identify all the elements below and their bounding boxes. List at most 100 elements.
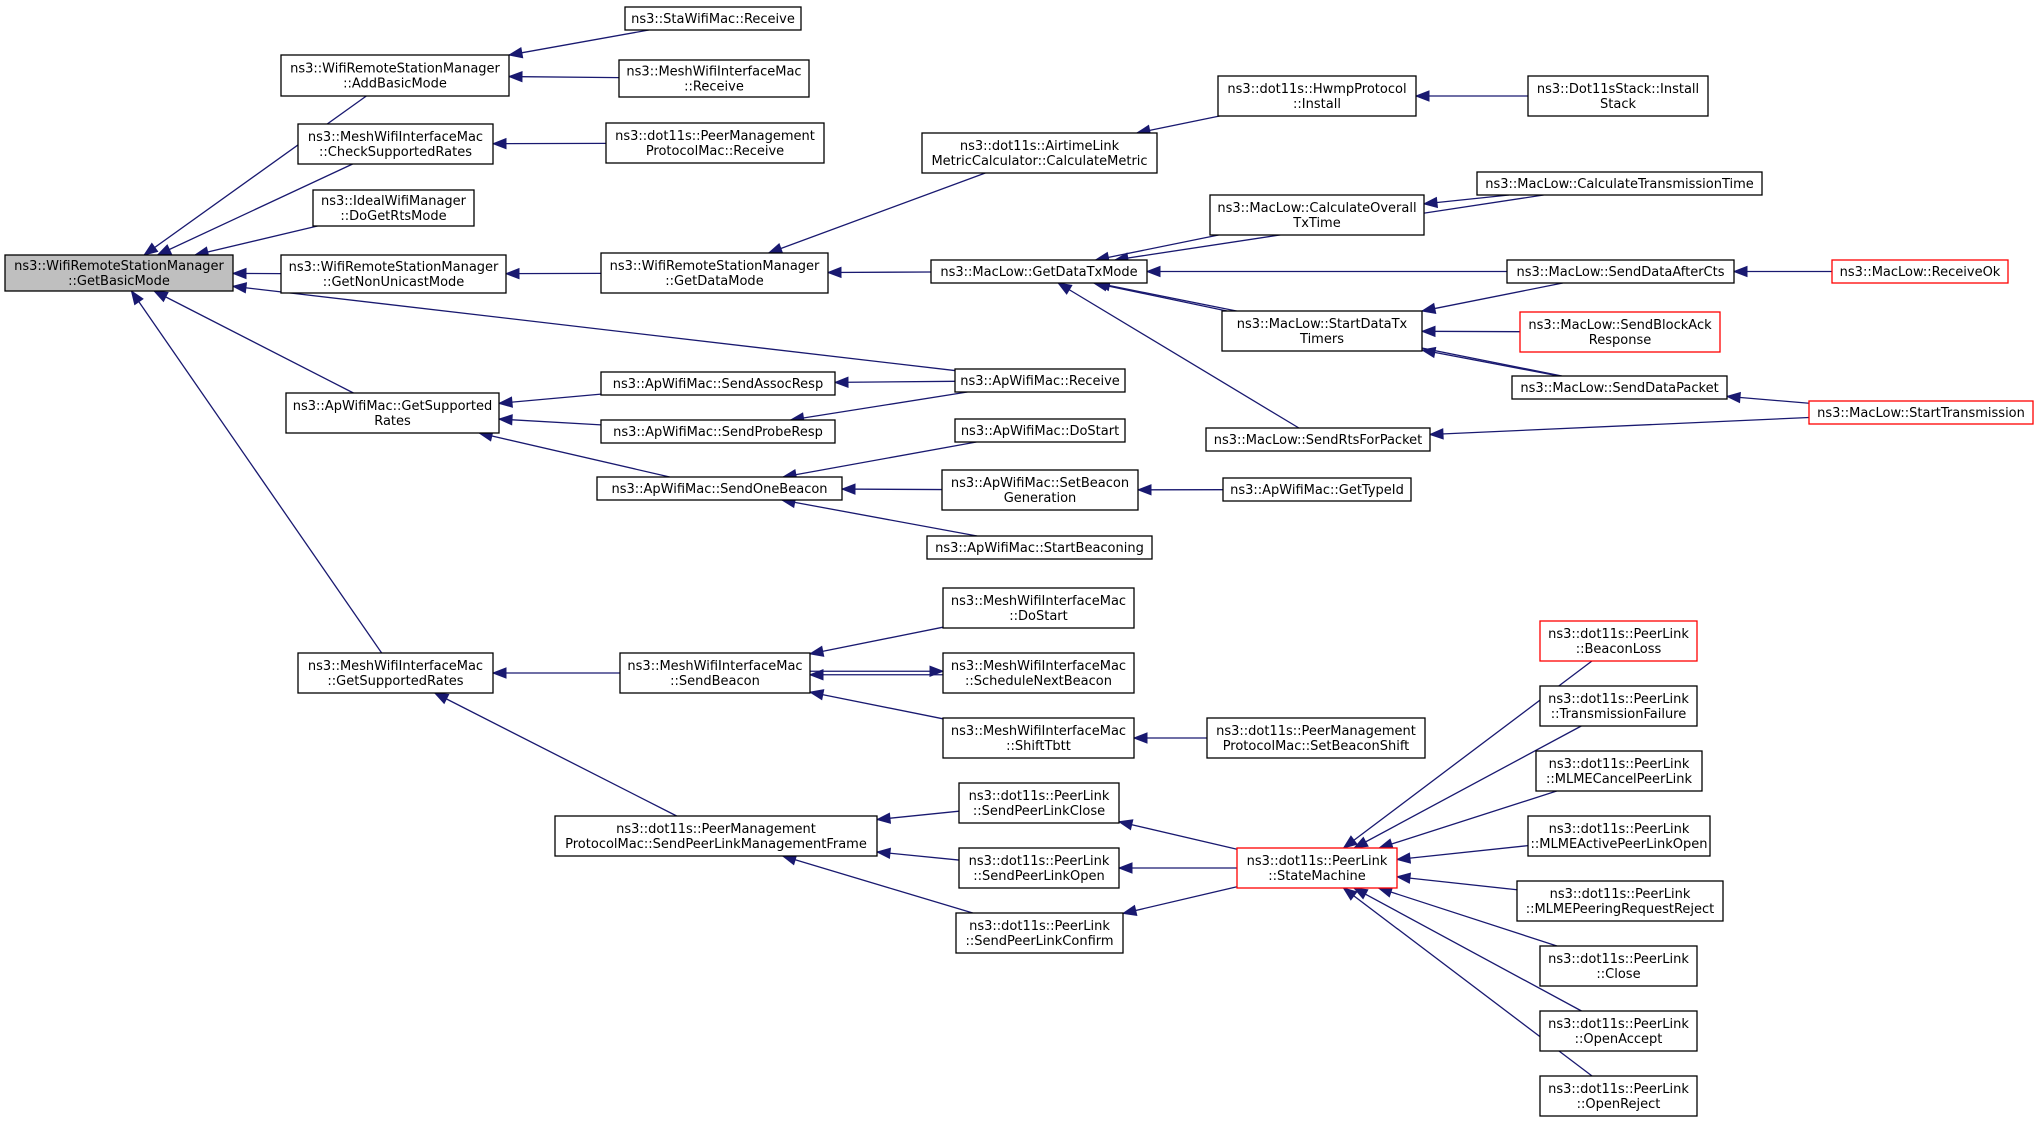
- node-label: ::SendBeacon: [670, 674, 760, 689]
- call-edge: [1353, 887, 1582, 1012]
- node-box: [1527, 815, 1711, 857]
- node-sendOpen[interactable]: ns3::dot11s::PeerLink::SendPeerLinkOpen: [958, 847, 1120, 889]
- node-apDoStart[interactable]: ns3::ApWifiMac::DoStart: [954, 418, 1126, 443]
- node-getTypeId[interactable]: ns3::ApWifiMac::GetTypeId: [1222, 477, 1412, 502]
- node-label: ::GetDataMode: [665, 274, 763, 289]
- node-box: [1808, 400, 2034, 425]
- node-label: ns3::ApWifiMac::SendProbeResp: [613, 425, 823, 440]
- node-sendAfterCts[interactable]: ns3::MacLow::SendDataAfterCts: [1506, 259, 1735, 284]
- node-assocResp[interactable]: ns3::ApWifiMac::SendAssocResp: [600, 371, 836, 396]
- node-startBeaconing[interactable]: ns3::ApWifiMac::StartBeaconing: [926, 535, 1153, 560]
- node-apGetSupported[interactable]: ns3::ApWifiMac::GetSupportedRates: [285, 392, 500, 434]
- node-label: ::SendPeerLinkClose: [973, 804, 1105, 819]
- node-label: ::Install: [1293, 97, 1341, 112]
- node-meshReceive[interactable]: ns3::MeshWifiInterfaceMac::Receive: [618, 59, 810, 98]
- node-startTransmission[interactable]: ns3::MacLow::StartTransmission: [1808, 400, 2034, 425]
- node-checkSupported[interactable]: ns3::MeshWifiInterfaceMac::CheckSupporte…: [297, 123, 494, 165]
- node-label: ProtocolMac::SetBeaconShift: [1223, 739, 1410, 754]
- node-box: [942, 587, 1135, 629]
- node-calcTrans[interactable]: ns3::MacLow::CalculateTransmissionTime: [1476, 171, 1763, 196]
- node-staReceive[interactable]: ns3::StaWifiMac::Receive: [624, 6, 802, 31]
- arrowhead-icon: [1117, 862, 1133, 874]
- node-label: ns3::MeshWifiInterfaceMac: [308, 130, 483, 145]
- node-transFailure[interactable]: ns3::dot11s::PeerLink::TransmissionFailu…: [1539, 685, 1698, 727]
- node-mlmeActive[interactable]: ns3::dot11s::PeerLink::MLMEActivePeerLin…: [1527, 815, 1711, 857]
- node-box: [954, 368, 1126, 393]
- node-box: [297, 652, 494, 694]
- node-label: ::BeaconLoss: [1576, 642, 1662, 657]
- node-mlmeCancel[interactable]: ns3::dot11s::PeerLink::MLMECancelPeerLin…: [1535, 750, 1703, 792]
- node-layer: ns3::WifiRemoteStationManager::GetBasicM…: [4, 6, 2034, 1117]
- edge-layer: [130, 29, 1832, 1077]
- node-box: [1222, 477, 1412, 502]
- node-receiveOk[interactable]: ns3::MacLow::ReceiveOk: [1831, 259, 2009, 284]
- node-box: [1206, 717, 1426, 759]
- node-box: [1539, 1010, 1698, 1052]
- node-apReceive[interactable]: ns3::ApWifiMac::Receive: [954, 368, 1126, 393]
- arrowhead-icon: [433, 692, 450, 705]
- node-plClose[interactable]: ns3::dot11s::PeerLink::Close: [1539, 945, 1698, 987]
- node-sendPeerLinkMgmt[interactable]: ns3::dot11s::PeerManagementProtocolMac::…: [554, 815, 878, 857]
- node-box: [1516, 880, 1724, 922]
- node-sendConfirm[interactable]: ns3::dot11s::PeerLink::SendPeerLinkConfi…: [955, 912, 1124, 954]
- node-box: [4, 254, 234, 292]
- node-box: [619, 652, 811, 694]
- node-beaconLoss[interactable]: ns3::dot11s::PeerLink::BeaconLoss: [1539, 620, 1698, 662]
- call-edge: [1122, 886, 1238, 915]
- node-label: ns3::MeshWifiInterfaceMac: [951, 594, 1126, 609]
- node-label: ns3::dot11s::PeerLink: [969, 919, 1110, 934]
- call-edge: [809, 691, 944, 720]
- node-box: [312, 189, 475, 227]
- node-stateMachine[interactable]: ns3::dot11s::PeerLink::StateMachine: [1236, 847, 1398, 889]
- arrowhead-icon: [833, 376, 849, 389]
- node-hwmpInstall[interactable]: ns3::dot11s::HwmpProtocol::Install: [1217, 75, 1417, 117]
- node-label: ns3::dot11s::PeerManagement: [616, 822, 816, 837]
- call-edge: [876, 851, 960, 861]
- node-sendRts[interactable]: ns3::MacLow::SendRtsForPacket: [1205, 427, 1431, 452]
- node-nonUnicast[interactable]: ns3::WifiRemoteStationManager::GetNonUni…: [280, 254, 507, 294]
- node-box: [1506, 259, 1735, 284]
- node-meshDoStart[interactable]: ns3::MeshWifiInterfaceMac::DoStart: [942, 587, 1135, 629]
- node-pmpReceive[interactable]: ns3::dot11s::PeerManagementProtocolMac::…: [605, 122, 825, 164]
- arrowhead-icon: [1420, 302, 1437, 315]
- node-airtime[interactable]: ns3::dot11s::AirtimeLinkMetricCalculator…: [921, 132, 1158, 174]
- node-probeResp[interactable]: ns3::ApWifiMac::SendProbeResp: [600, 419, 836, 444]
- arrowhead-icon: [152, 290, 169, 303]
- node-box: [1217, 75, 1417, 117]
- call-edge: [1057, 282, 1300, 429]
- node-label: ::SendPeerLinkConfirm: [965, 934, 1113, 949]
- node-meshGetSupported[interactable]: ns3::MeshWifiInterfaceMac::GetSupportedR…: [297, 652, 494, 694]
- node-getDataMode[interactable]: ns3::WifiRemoteStationManager::GetDataMo…: [600, 252, 829, 294]
- node-addBasicMode[interactable]: ns3::WifiRemoteStationManager::AddBasicM…: [280, 54, 510, 97]
- arrowhead-icon: [1420, 325, 1436, 338]
- node-sendDataPacket[interactable]: ns3::MacLow::SendDataPacket: [1511, 375, 1728, 400]
- node-box: [930, 259, 1148, 284]
- node-plOpenAccept[interactable]: ns3::dot11s::PeerLink::OpenAccept: [1539, 1010, 1698, 1052]
- node-scheduleNext[interactable]: ns3::MeshWifiInterfaceMac::ScheduleNextB…: [942, 652, 1135, 694]
- node-shiftTbtt[interactable]: ns3::MeshWifiInterfaceMac::ShiftTbtt: [942, 717, 1135, 759]
- node-meshSendBeacon[interactable]: ns3::MeshWifiInterfaceMac::SendBeacon: [619, 652, 811, 694]
- node-plOpenReject[interactable]: ns3::dot11s::PeerLink::OpenReject: [1539, 1075, 1698, 1117]
- node-box: [1476, 171, 1763, 196]
- arrowhead-icon: [507, 70, 523, 83]
- node-mlmePeering[interactable]: ns3::dot11s::PeerLink::MLMEPeeringReques…: [1516, 880, 1724, 922]
- node-idealRts[interactable]: ns3::IdealWifiManager::DoGetRtsMode: [312, 189, 475, 227]
- node-sendOneBeacon[interactable]: ns3::ApWifiMac::SendOneBeacon: [596, 476, 843, 501]
- node-box: [600, 252, 829, 294]
- node-getDataTxMode[interactable]: ns3::MacLow::GetDataTxMode: [930, 259, 1148, 284]
- node-label: ns3::dot11s::PeerManagement: [1216, 724, 1416, 739]
- arrowhead-icon: [156, 244, 173, 256]
- arrowhead-icon: [808, 689, 825, 701]
- call-edge: [768, 172, 986, 254]
- node-root[interactable]: ns3::WifiRemoteStationManager::GetBasicM…: [4, 254, 234, 292]
- node-box: [1539, 945, 1698, 987]
- node-setBeaconShift[interactable]: ns3::dot11s::PeerManagementProtocolMac::…: [1206, 717, 1426, 759]
- node-sendClose[interactable]: ns3::dot11s::PeerLink::SendPeerLinkClose: [958, 782, 1120, 824]
- arrowhead-icon: [875, 847, 891, 859]
- node-box: [1831, 259, 2009, 284]
